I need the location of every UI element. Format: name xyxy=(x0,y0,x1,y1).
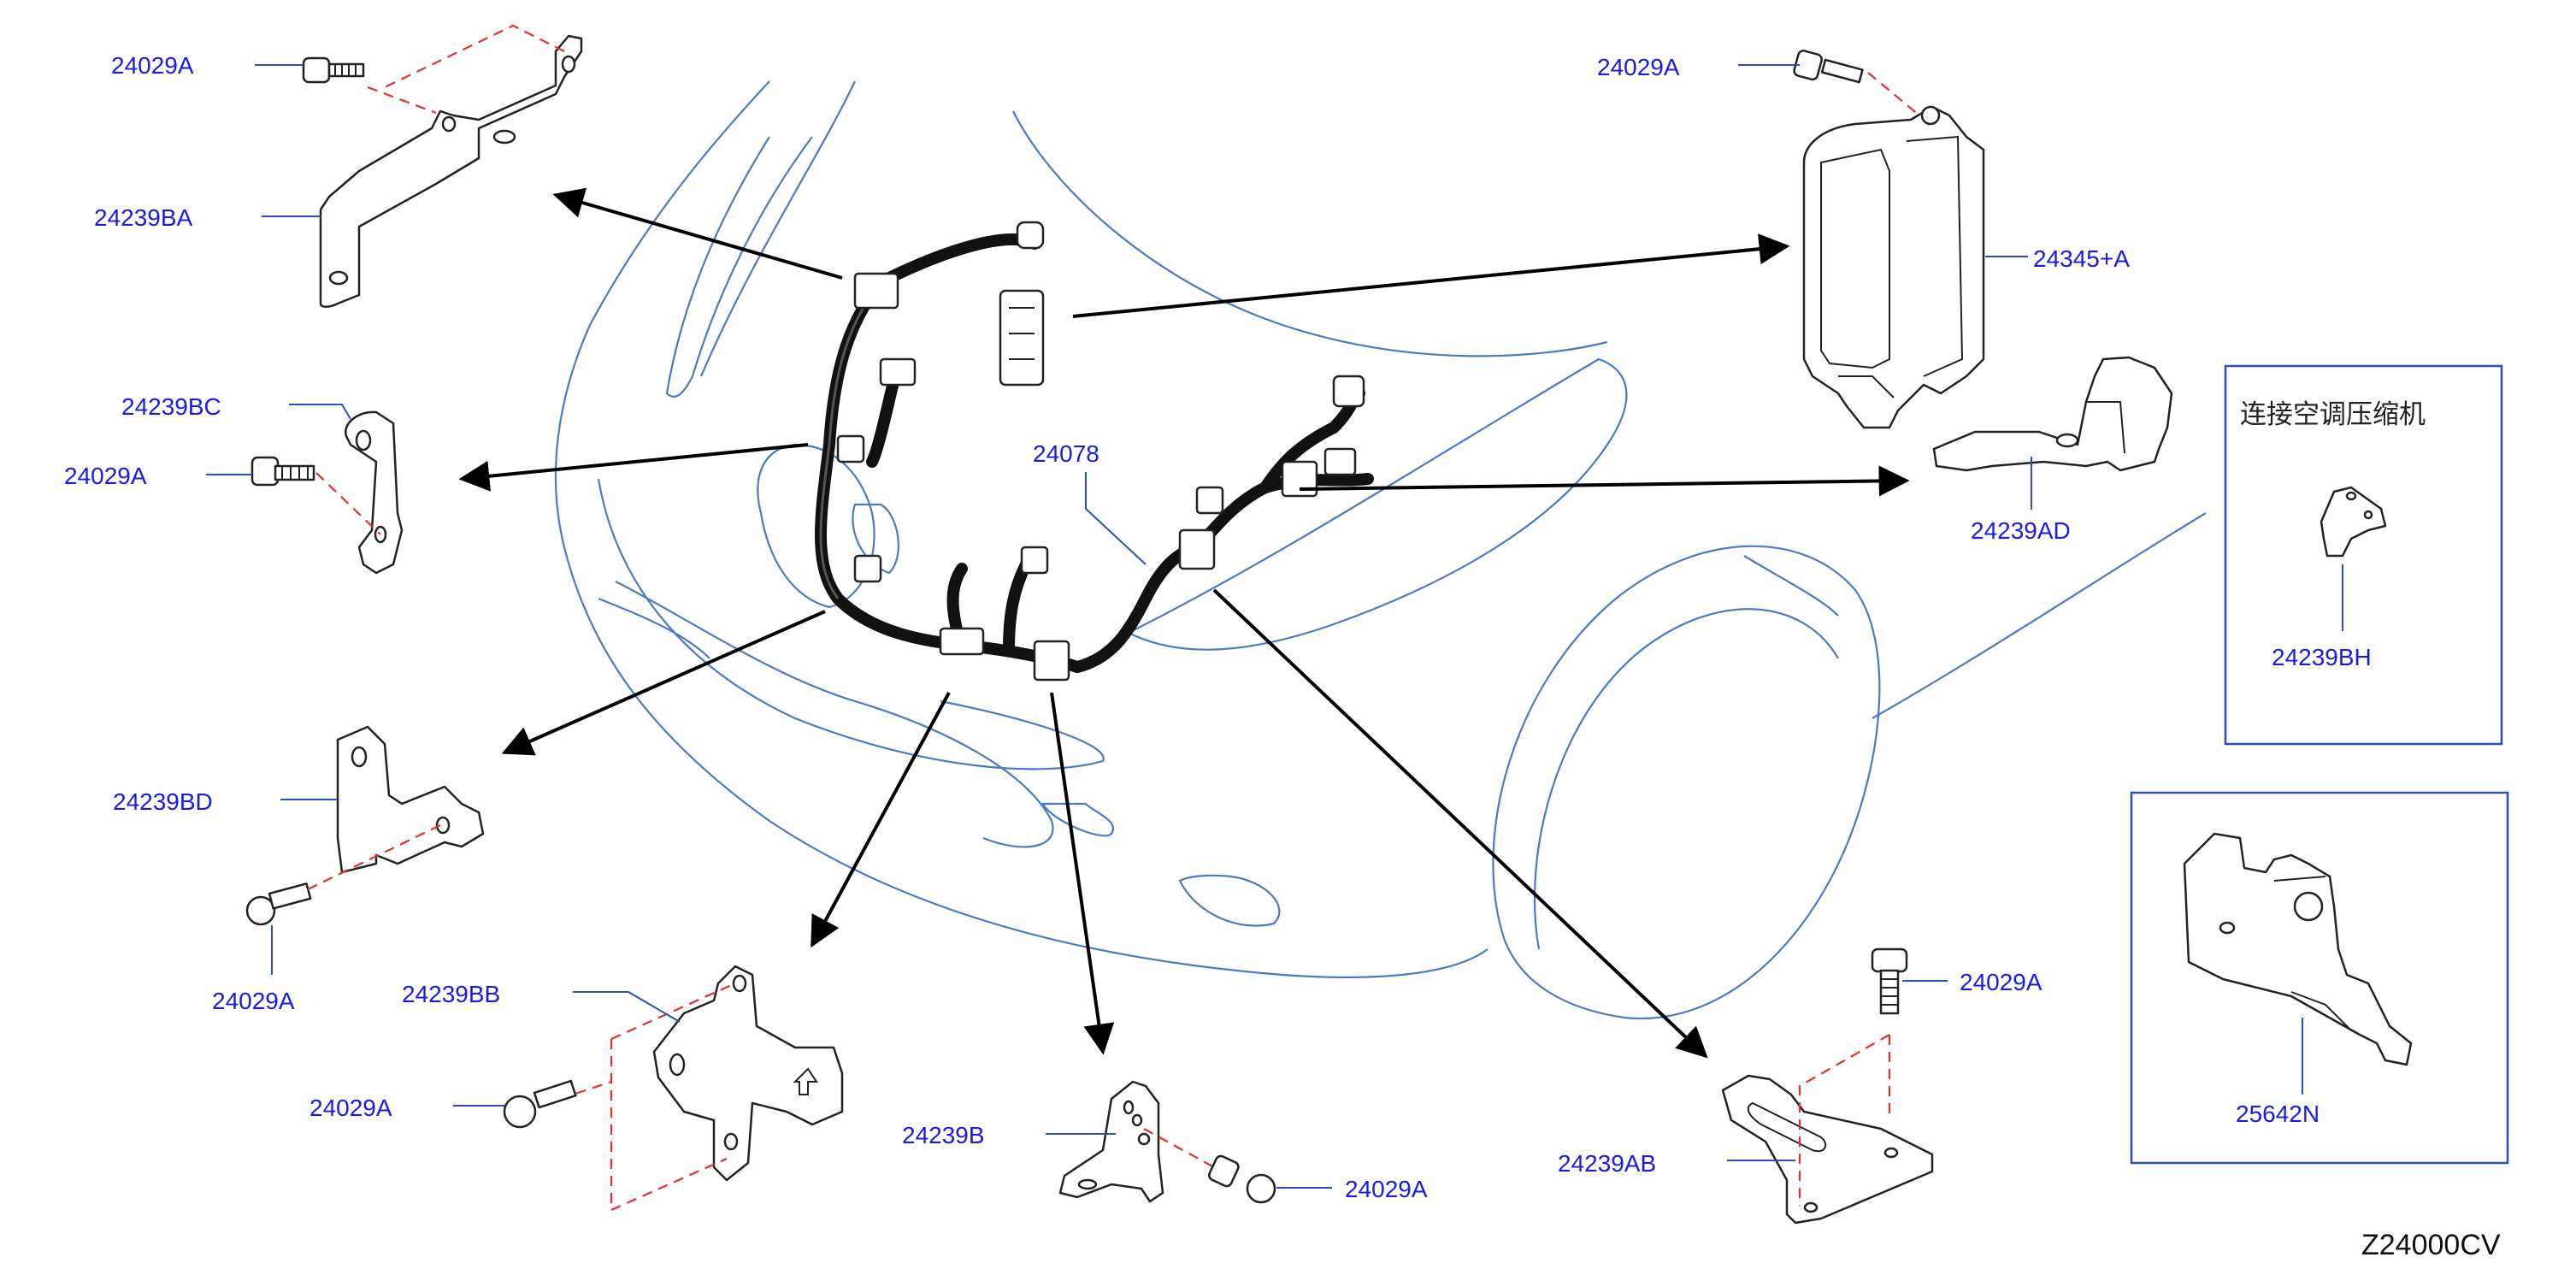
label-l14: 24239AD xyxy=(1971,517,2071,544)
label-l8: 24029A xyxy=(309,1095,392,1121)
car-body-outline xyxy=(554,80,2207,1020)
label-l17: 24239AB xyxy=(1558,1150,1656,1177)
label-l7: 24239BB xyxy=(402,981,500,1007)
label-l6: 24029A xyxy=(212,988,295,1014)
bracket-24239bc[interactable] xyxy=(345,410,404,575)
bracket-24239b[interactable] xyxy=(1058,1080,1215,1203)
arrows xyxy=(458,187,1910,1059)
bolt-24029a-bd[interactable] xyxy=(245,824,441,926)
inset-note: 连接空调压缩机 xyxy=(2240,399,2426,430)
bolt-24029a-b[interactable] xyxy=(1207,1154,1276,1204)
bracket-25642n[interactable] xyxy=(2183,832,2413,1066)
bolt-24029a-bb[interactable] xyxy=(503,1079,577,1129)
bracket-24239ad[interactable] xyxy=(1932,356,2173,472)
bolt-24029a-bc[interactable] xyxy=(251,456,381,535)
bolt-24029a-relay[interactable] xyxy=(1793,50,1864,84)
label-l2: 24239BA xyxy=(94,204,193,231)
engine-room-harness[interactable] xyxy=(815,221,1374,682)
bolt-24029a-ab[interactable] xyxy=(1871,947,1908,1015)
bracket-24239bh[interactable] xyxy=(2320,486,2387,558)
label-l16: 24029A xyxy=(1960,969,2043,995)
bracket-24239bd[interactable] xyxy=(336,725,485,874)
label-l18: 25642N xyxy=(2236,1101,2320,1127)
relay-box-24345a[interactable] xyxy=(1802,72,1985,429)
label-l12: 24029A xyxy=(1597,54,1680,80)
label-l10: 24029A xyxy=(1345,1176,1428,1202)
bracket-24239ab[interactable] xyxy=(1721,1034,1934,1225)
bracket-24239bb[interactable] xyxy=(559,965,844,1212)
label-l3: 24239BC xyxy=(121,393,221,420)
leader-lines xyxy=(206,64,2343,1189)
label-l1: 24029A xyxy=(111,52,194,79)
inset-box-compressor xyxy=(2224,364,2503,746)
bracket-24239ba[interactable] xyxy=(319,24,583,308)
label-l13: 24345+A xyxy=(2033,245,2130,272)
label-l15: 24239BH xyxy=(2272,644,2372,670)
inset-box-25642n xyxy=(2130,791,2509,1165)
part-labels: 24029A 24239BA 24239BC 24029A 24239BD 24… xyxy=(64,52,2501,1261)
bolt-24029a-top-left[interactable] xyxy=(302,56,365,84)
label-l4: 24029A xyxy=(64,463,147,489)
label-l11: 24078 xyxy=(1033,440,1099,467)
label-l5: 24239BD xyxy=(113,788,213,815)
label-l9: 24239B xyxy=(902,1122,985,1148)
diagram-code: Z24000CV xyxy=(2361,1229,2501,1261)
